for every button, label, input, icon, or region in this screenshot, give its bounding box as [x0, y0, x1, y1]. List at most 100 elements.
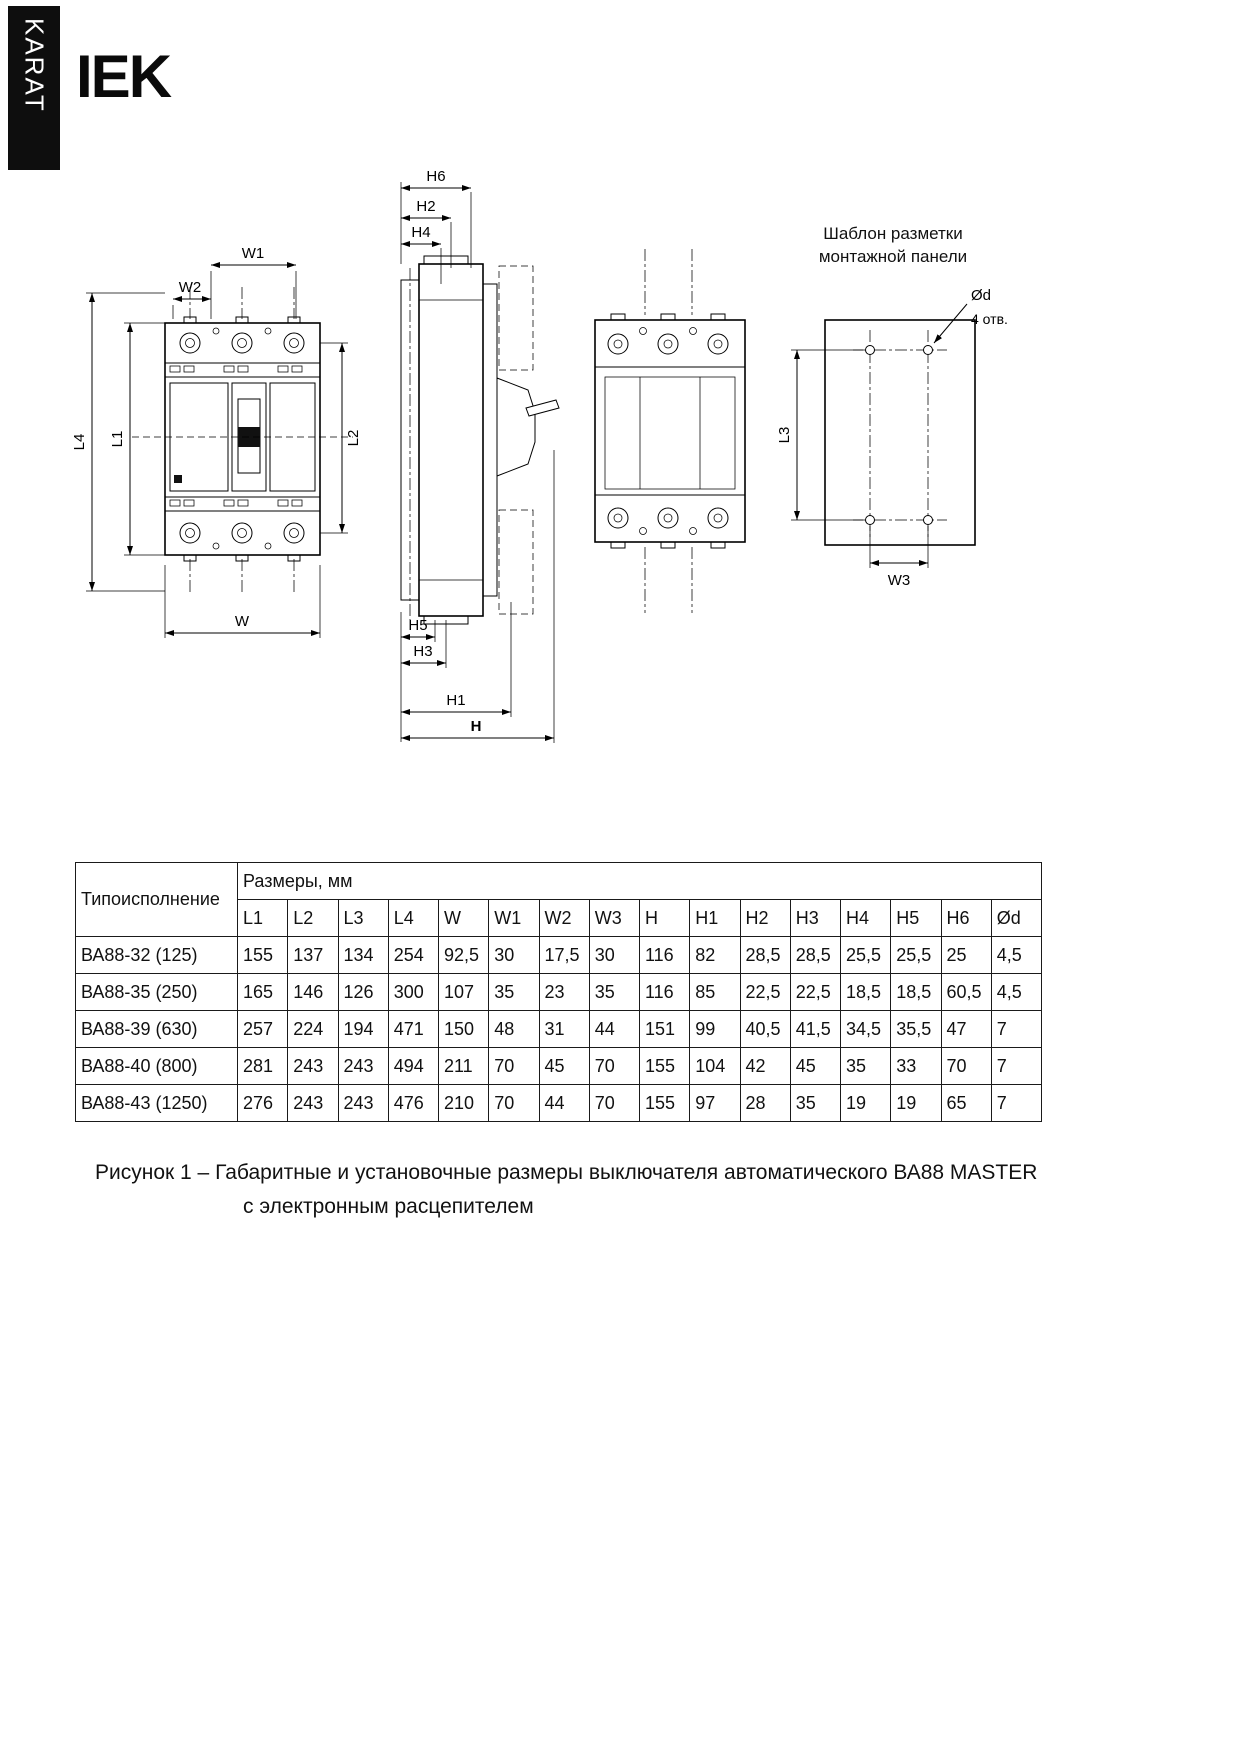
dim-value-cell: 19 [839, 1084, 892, 1122]
type-cell: ВА88-39 (630) [75, 1010, 238, 1048]
dim-label-h: H [471, 718, 482, 735]
type-cell: ВА88-35 (250) [75, 973, 238, 1011]
dim-value-cell: 104 [689, 1047, 741, 1085]
figure-caption: Рисунок 1 – Габаритные и установочные ра… [95, 1156, 1037, 1224]
dim-L2: L2 [320, 342, 362, 534]
dim-label-h3: H3 [413, 643, 432, 660]
dim-W1: W1 [210, 245, 297, 319]
top-terminals [179, 316, 305, 354]
pole-centerlines [189, 287, 295, 593]
dim-label-h5: H5 [408, 617, 427, 634]
dim-value-cell: 33 [890, 1047, 942, 1085]
dim-header-cell: H5 [890, 899, 942, 937]
dim-value-cell: 476 [387, 1084, 440, 1122]
dim-value-cell: 31 [538, 1010, 590, 1048]
dim-value-cell: 134 [337, 936, 389, 974]
dim-value-cell: 28,5 [789, 936, 842, 974]
dim-H3: H3 [401, 620, 447, 668]
dim-H2: H2 [401, 198, 452, 268]
dim-value-cell: 194 [337, 1010, 389, 1048]
dim-label-h1: H1 [446, 692, 465, 709]
mounting-hole [923, 515, 933, 525]
dim-label-w2: W2 [179, 279, 202, 296]
bottom-terminals [179, 522, 305, 562]
dim-value-cell: 165 [236, 973, 289, 1011]
dim-header-cell: W2 [538, 899, 590, 937]
karat-label: KARAT [19, 18, 50, 113]
dim-value-cell: 4,5 [990, 973, 1043, 1011]
dim-header-cell: H4 [839, 899, 892, 937]
dim-header-cell: H [638, 899, 691, 937]
mounting-template-drawing: L3 W3 Ød 4 отв. [776, 287, 1008, 589]
dim-header-cell: L1 [236, 899, 289, 937]
dim-value-cell: 18,5 [890, 973, 942, 1011]
breaker-front-body [132, 316, 353, 562]
dim-value-cell: 17,5 [538, 936, 590, 974]
dim-value-cell: 7 [990, 1010, 1043, 1048]
dim-value-cell: 25,5 [839, 936, 892, 974]
dim-label-l4: L4 [71, 434, 88, 451]
dim-value-cell: 92,5 [437, 936, 490, 974]
side-view-drawing: H6 H2 H4 H5 H3 H1 [400, 168, 560, 743]
dim-value-cell: 35 [789, 1084, 842, 1122]
dim-value-cell: 44 [588, 1010, 641, 1048]
dim-label-l1: L1 [109, 431, 126, 448]
dim-header-cell: H2 [739, 899, 791, 937]
template-title-line2: монтажной панели [818, 247, 968, 266]
dim-value-cell: 155 [236, 936, 289, 974]
dim-value-cell: 65 [940, 1084, 992, 1122]
dim-header-cell: H3 [789, 899, 842, 937]
dim-label-h4: H4 [411, 224, 430, 241]
dim-value-cell: 155 [638, 1084, 691, 1122]
dim-value-cell: 116 [638, 973, 691, 1011]
dim-value-cell: 28,5 [739, 936, 791, 974]
dim-value-cell: 155 [638, 1047, 691, 1085]
template-title: Шаблон разметки монтажной панели [783, 222, 1003, 268]
iek-logo: IEK [76, 43, 172, 110]
breaker-side-body [400, 255, 560, 625]
dim-value-cell: 99 [689, 1010, 741, 1048]
dim-value-cell: 243 [287, 1047, 339, 1085]
dim-label-l3: L3 [776, 427, 793, 444]
dim-value-cell: 151 [638, 1010, 691, 1048]
dim-W: W [164, 565, 321, 638]
rear-view-drawing [594, 249, 746, 613]
dim-label-h2: H2 [416, 198, 435, 215]
toggle-area [132, 382, 353, 492]
dim-value-cell: 243 [337, 1047, 389, 1085]
dim-header-cell: H6 [940, 899, 992, 937]
dim-value-cell: 35,5 [890, 1010, 942, 1048]
dim-value-cell: 281 [236, 1047, 289, 1085]
type-cell: ВА88-32 (125) [75, 936, 238, 974]
dim-value-cell: 4,5 [990, 936, 1043, 974]
dim-value-cell: 45 [789, 1047, 842, 1085]
dim-value-cell: 471 [387, 1010, 440, 1048]
dim-header-cell: L3 [337, 899, 389, 937]
dim-value-cell: 70 [940, 1047, 992, 1085]
dim-value-cell: 70 [588, 1084, 641, 1122]
type-header-cell: Типоисполнение [75, 862, 238, 937]
dim-H: H [401, 450, 555, 743]
rear-centerlines [644, 249, 693, 613]
caption-line2: с электронным расцепителем [243, 1195, 534, 1218]
dim-value-cell: 25,5 [890, 936, 942, 974]
dim-header-cell: L4 [387, 899, 440, 937]
dim-value-cell: 7 [990, 1047, 1043, 1085]
dim-header-cell: W1 [488, 899, 540, 937]
dim-value-cell: 126 [337, 973, 389, 1011]
dim-value-cell: 7 [990, 1084, 1043, 1122]
dim-value-cell: 30 [488, 936, 540, 974]
dim-value-cell: 35 [488, 973, 540, 1011]
dim-value-cell: 82 [689, 936, 741, 974]
dim-W2: W2 [172, 279, 211, 319]
dim-value-cell: 28 [739, 1084, 791, 1122]
dim-value-cell: 257 [236, 1010, 289, 1048]
dim-header-cell: W3 [588, 899, 641, 937]
dim-value-cell: 47 [940, 1010, 992, 1048]
dim-label-d: Ød [971, 287, 991, 304]
